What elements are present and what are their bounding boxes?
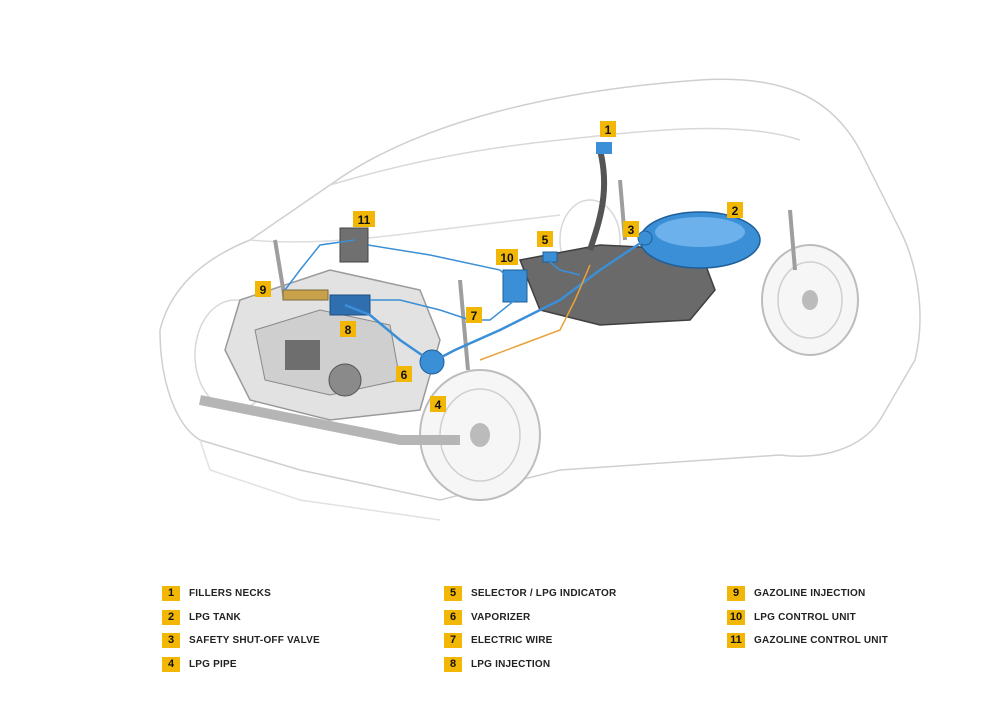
legend-badge: 11 xyxy=(727,633,745,649)
legend-item-10: 10 LPG CONTROL UNIT xyxy=(727,606,888,630)
legend-column-2: 5 SELECTOR / LPG INDICATOR 6 VAPORIZER 7… xyxy=(444,582,616,676)
legend-badge: 6 xyxy=(444,609,462,625)
callout-badge-9: 9 xyxy=(255,281,271,297)
svg-text:6: 6 xyxy=(401,368,408,382)
legend-badge: 9 xyxy=(727,586,745,602)
legend-item-9: 9 GAZOLINE INJECTION xyxy=(727,582,888,606)
legend-badge: 1 xyxy=(162,586,180,602)
callout-badge-6: 6 xyxy=(396,366,412,382)
legend-badge: 8 xyxy=(444,656,462,672)
legend-badge: 3 xyxy=(162,633,180,649)
callout-badge-3: 3 xyxy=(623,221,639,237)
electric-wire xyxy=(284,239,581,321)
legend-label: SELECTOR / LPG INDICATOR xyxy=(471,588,617,600)
legend-badge: 5 xyxy=(444,586,462,602)
legend-label: GAZOLINE INJECTION xyxy=(754,588,866,600)
callout-badge-1: 1 xyxy=(600,121,616,137)
rear-right-wheel xyxy=(761,244,859,356)
svg-text:10: 10 xyxy=(500,251,514,265)
callout-badge-7: 7 xyxy=(466,307,482,323)
lpg-control-unit xyxy=(502,269,528,303)
lpg-pipe xyxy=(344,238,646,364)
car-body-outline xyxy=(159,78,921,521)
svg-text:8: 8 xyxy=(345,323,352,337)
callout-badge-8: 8 xyxy=(340,321,356,337)
legend-label: LPG PIPE xyxy=(189,658,237,670)
legend-label: VAPORIZER xyxy=(471,611,531,623)
legend-item-1: 1 FILLERS NECKS xyxy=(162,582,320,606)
svg-text:5: 5 xyxy=(542,233,549,247)
lpg-tank xyxy=(639,211,761,269)
gasoline-injection-rail xyxy=(282,289,329,301)
filler-neck-cap xyxy=(596,142,612,154)
callout-badge-11: 11 xyxy=(353,211,375,227)
legend-item-4: 4 LPG PIPE xyxy=(162,653,320,677)
svg-text:1: 1 xyxy=(605,123,612,137)
legend-label: FILLERS NECKS xyxy=(189,588,272,600)
legend: 1 FILLERS NECKS 2 LPG TANK 3 SAFETY SHUT… xyxy=(0,582,1000,682)
legend-badge: 2 xyxy=(162,609,180,625)
legend-badge: 7 xyxy=(444,633,462,649)
legend-item-7: 7 ELECTRIC WIRE xyxy=(444,629,616,653)
svg-text:2: 2 xyxy=(732,204,739,218)
svg-text:3: 3 xyxy=(628,223,635,237)
svg-text:9: 9 xyxy=(260,283,267,297)
legend-label: LPG INJECTION xyxy=(471,658,551,670)
gasoline-control-unit xyxy=(339,227,369,263)
engine-block xyxy=(199,269,460,445)
legend-item-2: 2 LPG TANK xyxy=(162,606,320,630)
legend-label: GAZOLINE CONTROL UNIT xyxy=(754,635,889,647)
svg-text:4: 4 xyxy=(435,398,442,412)
lpg-system-diagram: 1 2 3 4 5 6 7 8 9 10 11 xyxy=(159,78,921,521)
legend-label: LPG TANK xyxy=(189,611,241,623)
legend-column-1: 1 FILLERS NECKS 2 LPG TANK 3 SAFETY SHUT… xyxy=(162,582,320,676)
svg-text:11: 11 xyxy=(358,213,371,227)
callout-badge-4: 4 xyxy=(430,396,446,412)
legend-item-6: 6 VAPORIZER xyxy=(444,606,616,630)
legend-label: LPG CONTROL UNIT xyxy=(754,611,856,623)
legend-item-11: 11 GAZOLINE CONTROL UNIT xyxy=(727,629,888,653)
svg-text:7: 7 xyxy=(471,309,478,323)
legend-column-3: 9 GAZOLINE INJECTION 10 LPG CONTROL UNIT… xyxy=(727,582,888,653)
orange-wire xyxy=(479,264,591,361)
front-left-wheel xyxy=(419,369,541,501)
legend-label: ELECTRIC WIRE xyxy=(471,635,553,647)
callout-badge-2: 2 xyxy=(727,202,743,218)
filler-neck xyxy=(587,149,608,251)
selector-lpg-indicator xyxy=(542,251,558,263)
legend-item-8: 8 LPG INJECTION xyxy=(444,653,616,677)
legend-item-5: 5 SELECTOR / LPG INDICATOR xyxy=(444,582,616,606)
callout-badge-5: 5 xyxy=(537,231,553,247)
legend-badge: 4 xyxy=(162,656,180,672)
callout-badge-10: 10 xyxy=(496,249,518,265)
fuel-tank xyxy=(518,244,716,326)
legend-label: SAFETY SHUT-OFF VALVE xyxy=(189,635,320,647)
legend-item-3: 3 SAFETY SHUT-OFF VALVE xyxy=(162,629,320,653)
legend-badge: 10 xyxy=(727,609,745,625)
